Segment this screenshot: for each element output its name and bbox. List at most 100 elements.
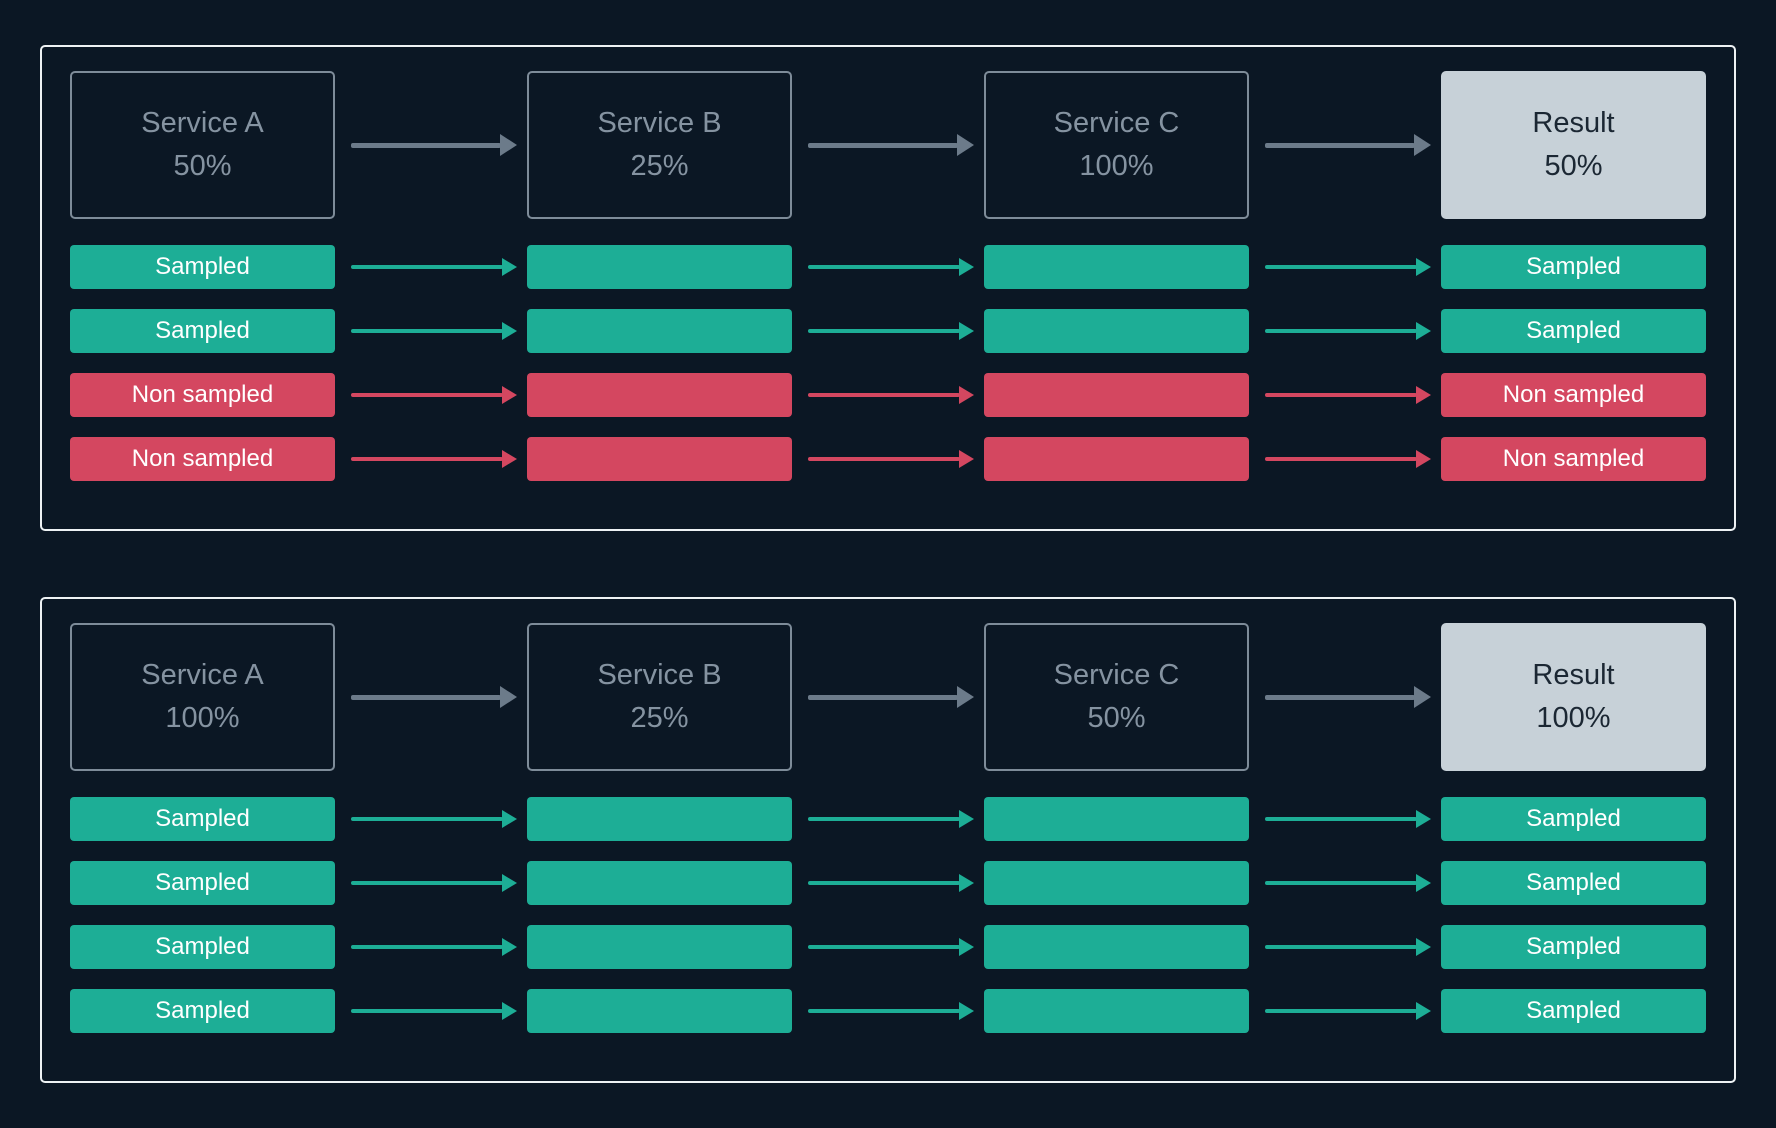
trace-pill-labeled: Sampled: [1441, 309, 1706, 353]
trace-row: Sampled Sampled: [70, 989, 1706, 1033]
flow-arrow-icon: [1249, 258, 1441, 276]
service-box-c: Service C 100%: [984, 71, 1249, 219]
trace-row: Sampled Sampled: [70, 861, 1706, 905]
trace-pill: [527, 989, 792, 1033]
flow-arrow-icon: [1249, 810, 1441, 828]
flow-arrow-icon: [792, 322, 984, 340]
trace-pill: [527, 861, 792, 905]
trace-pill-labeled: Sampled: [1441, 989, 1706, 1033]
trace-pill-labeled: Sampled: [70, 861, 335, 905]
service-row: Service A 50% Service B 25% Service C 10…: [70, 71, 1706, 219]
trace-row: Non sampled Non sampled: [70, 373, 1706, 417]
trace-pill-labeled: Sampled: [1441, 797, 1706, 841]
service-box-b: Service B 25%: [527, 71, 792, 219]
service-name: Service B: [597, 659, 722, 691]
scenario-panel-2: Service A 100% Service B 25% Service C 5…: [40, 597, 1736, 1083]
flow-arrow-icon: [792, 386, 984, 404]
trace-pill: [527, 373, 792, 417]
trace-pill: [527, 437, 792, 481]
flow-arrow-icon: [792, 938, 984, 956]
flow-arrow-icon: [1249, 322, 1441, 340]
service-box-b: Service B 25%: [527, 623, 792, 771]
result-box: Result 50%: [1441, 71, 1706, 219]
service-sample-rate: 100%: [1079, 150, 1154, 182]
trace-pill: [984, 861, 1249, 905]
trace-pill: [527, 925, 792, 969]
flow-arrow-icon: [1249, 686, 1441, 708]
result-name: Result: [1532, 107, 1615, 139]
flow-arrow-icon: [335, 258, 527, 276]
trace-pill-labeled: Sampled: [70, 925, 335, 969]
service-sample-rate: 100%: [165, 702, 240, 734]
service-name: Service B: [597, 107, 722, 139]
service-box-a: Service A 50%: [70, 71, 335, 219]
service-sample-rate: 25%: [630, 150, 689, 182]
flow-arrow-icon: [1249, 386, 1441, 404]
trace-pill-labeled: Non sampled: [70, 437, 335, 481]
flow-arrow-icon: [1249, 938, 1441, 956]
result-sample-rate: 100%: [1536, 702, 1611, 734]
trace-pill: [527, 797, 792, 841]
flow-arrow-icon: [335, 938, 527, 956]
flow-arrow-icon: [792, 134, 984, 156]
flow-arrow-icon: [335, 450, 527, 468]
flow-arrow-icon: [335, 386, 527, 404]
service-box-a: Service A 100%: [70, 623, 335, 771]
scenario-panel-1: Service A 50% Service B 25% Service C 10…: [40, 45, 1736, 531]
flow-arrow-icon: [792, 874, 984, 892]
flow-arrow-icon: [792, 258, 984, 276]
result-sample-rate: 50%: [1544, 150, 1603, 182]
trace-rows: Sampled Sampled Sampled Sampled Sampled: [70, 797, 1706, 1033]
flow-arrow-icon: [335, 810, 527, 828]
service-name: Service C: [1053, 107, 1180, 139]
flow-arrow-icon: [335, 1002, 527, 1020]
trace-row: Sampled Sampled: [70, 245, 1706, 289]
trace-pill: [984, 925, 1249, 969]
service-name: Service A: [141, 659, 264, 691]
trace-pill-labeled: Sampled: [70, 245, 335, 289]
trace-pill-labeled: Sampled: [70, 309, 335, 353]
flow-arrow-icon: [1249, 450, 1441, 468]
flow-arrow-icon: [792, 686, 984, 708]
service-sample-rate: 50%: [1087, 702, 1146, 734]
trace-row: Non sampled Non sampled: [70, 437, 1706, 481]
trace-pill: [984, 437, 1249, 481]
flow-arrow-icon: [1249, 874, 1441, 892]
flow-arrow-icon: [335, 874, 527, 892]
trace-pill-labeled: Non sampled: [1441, 373, 1706, 417]
service-name: Service A: [141, 107, 264, 139]
flow-arrow-icon: [1249, 1002, 1441, 1020]
flow-arrow-icon: [792, 810, 984, 828]
trace-rows: Sampled Sampled Sampled Sampled Non samp…: [70, 245, 1706, 481]
trace-pill: [984, 245, 1249, 289]
service-sample-rate: 50%: [173, 150, 232, 182]
service-name: Service C: [1053, 659, 1180, 691]
service-sample-rate: 25%: [630, 702, 689, 734]
trace-pill: [984, 309, 1249, 353]
flow-arrow-icon: [335, 686, 527, 708]
trace-pill: [984, 797, 1249, 841]
service-row: Service A 100% Service B 25% Service C 5…: [70, 623, 1706, 771]
trace-pill-labeled: Sampled: [1441, 925, 1706, 969]
flow-arrow-icon: [792, 1002, 984, 1020]
trace-pill-labeled: Non sampled: [1441, 437, 1706, 481]
flow-arrow-icon: [792, 450, 984, 468]
trace-pill: [984, 373, 1249, 417]
trace-row: Sampled Sampled: [70, 925, 1706, 969]
trace-row: Sampled Sampled: [70, 309, 1706, 353]
flow-arrow-icon: [1249, 134, 1441, 156]
trace-pill-labeled: Sampled: [70, 989, 335, 1033]
result-name: Result: [1532, 659, 1615, 691]
result-box: Result 100%: [1441, 623, 1706, 771]
trace-pill-labeled: Sampled: [70, 797, 335, 841]
service-box-c: Service C 50%: [984, 623, 1249, 771]
flow-arrow-icon: [335, 134, 527, 156]
trace-pill-labeled: Non sampled: [70, 373, 335, 417]
trace-pill-labeled: Sampled: [1441, 245, 1706, 289]
trace-pill: [984, 989, 1249, 1033]
trace-pill-labeled: Sampled: [1441, 861, 1706, 905]
flow-arrow-icon: [335, 322, 527, 340]
trace-pill: [527, 309, 792, 353]
trace-row: Sampled Sampled: [70, 797, 1706, 841]
